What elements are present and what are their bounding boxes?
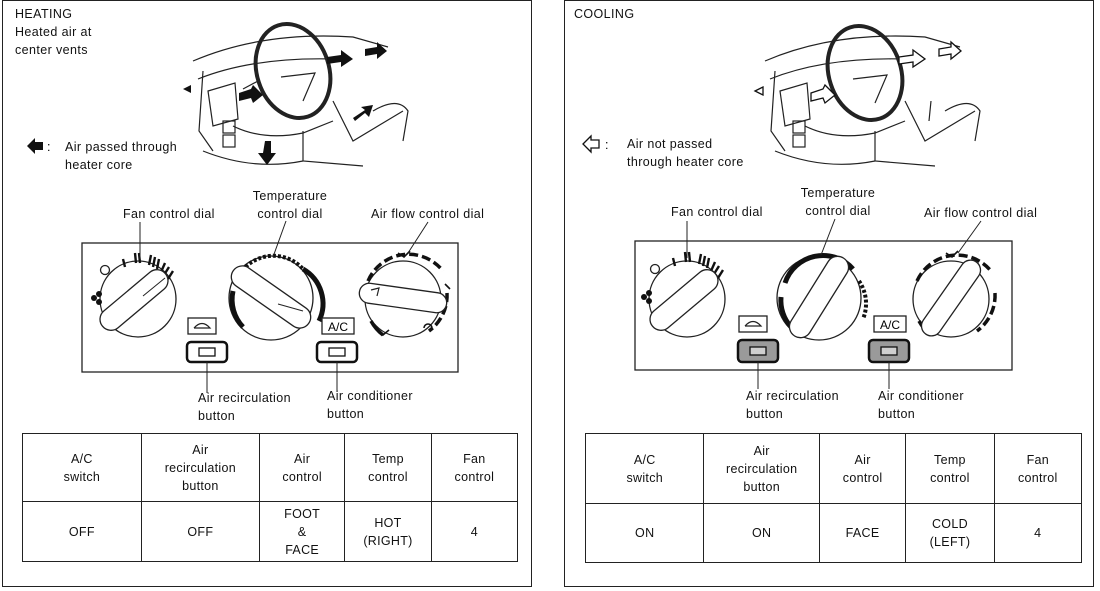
air-flow-control-dial xyxy=(358,250,451,338)
ac-button-callout: Air conditioner button xyxy=(327,389,413,421)
header-air-recirculation: Air recirculation button xyxy=(140,433,260,502)
header-air-control: Air control xyxy=(818,433,907,504)
header-ac-switch: A/C switch xyxy=(22,433,142,502)
header-temp-control: Temp control xyxy=(905,433,995,504)
leader-lines xyxy=(686,218,982,389)
header-fan-control: Fan control xyxy=(993,433,1083,504)
cooling-illustration: : xyxy=(582,24,1013,389)
filled-arrow-icon xyxy=(27,138,43,154)
leader-lines xyxy=(139,220,429,393)
airflow-arrows xyxy=(183,42,387,165)
ac-label: A/C xyxy=(880,318,900,332)
value-temp-control: COLD (LEFT) xyxy=(905,503,995,563)
recirculation-icon xyxy=(744,320,763,327)
air-flow-control-dial xyxy=(912,250,997,338)
air-conditioner-button xyxy=(315,317,359,364)
value-air-recirculation: ON xyxy=(703,503,820,563)
ac-label: A/C xyxy=(328,320,348,334)
recirculation-icon xyxy=(193,322,212,329)
recirc-button-callout: Air recirculation button xyxy=(198,391,291,423)
legend-text: Air passed through heater core xyxy=(65,140,178,172)
control-panel-outline xyxy=(81,242,459,373)
airflow-arrows xyxy=(753,40,963,105)
temp-dial-callout: Temperature control dial xyxy=(800,186,876,218)
value-air-recirculation: OFF xyxy=(140,501,260,562)
value-fan-control: 4 xyxy=(430,501,519,562)
header-fan-control: Fan control xyxy=(430,433,519,502)
air-conditioner-button xyxy=(867,315,911,364)
fan-icon xyxy=(91,291,102,305)
recirc-button-callout: Air recirculation button xyxy=(746,389,839,421)
outline-arrow-icon xyxy=(582,134,600,154)
legend-text: Air not passed through heater core xyxy=(627,137,744,169)
air-recirculation-button xyxy=(185,317,229,364)
temperature-control-dial xyxy=(228,253,326,341)
cooling-panel: COOLING : xyxy=(564,0,1094,587)
fan-dial-callout: Fan control dial xyxy=(123,207,215,221)
heating-panel: HEATING Heated air at center vents xyxy=(2,0,532,587)
temp-dial-callout: Temperature control dial xyxy=(252,189,328,221)
heating-illustration: : xyxy=(27,22,459,393)
mode-title: COOLING xyxy=(574,7,635,21)
airflow-dial-callout: Air flow control dial xyxy=(924,206,1038,220)
heating-settings-table: A/C switch Air recirculation button Air … xyxy=(22,433,519,562)
dashboard-sketch xyxy=(764,24,981,167)
header-ac-switch: A/C switch xyxy=(584,433,705,504)
header-air-control: Air control xyxy=(258,433,346,502)
fan-dial-callout: Fan control dial xyxy=(671,205,763,219)
air-recirculation-button xyxy=(736,315,780,364)
airflow-dial-callout: Air flow control dial xyxy=(371,207,485,221)
header-temp-control: Temp control xyxy=(344,433,432,502)
value-fan-control: 4 xyxy=(993,503,1083,563)
ac-button-callout: Air conditioner button xyxy=(878,389,964,421)
value-air-control: FACE xyxy=(818,503,907,563)
fan-control-dial xyxy=(641,251,726,338)
mode-title: HEATING xyxy=(15,7,73,21)
temperature-control-dial xyxy=(776,253,869,341)
fan-icon xyxy=(641,290,652,304)
svg-text::: : xyxy=(605,138,608,152)
value-ac-switch: OFF xyxy=(22,501,142,562)
value-air-control: FOOT & FACE xyxy=(258,501,346,562)
value-temp-control: HOT (RIGHT) xyxy=(344,501,432,562)
fan-control-dial xyxy=(91,252,177,338)
value-ac-switch: ON xyxy=(584,503,705,563)
cooling-settings-table: A/C switch Air recirculation button Air … xyxy=(584,433,1083,563)
control-panel-outline xyxy=(634,240,1013,371)
svg-text::: : xyxy=(47,140,50,154)
header-air-recirculation: Air recirculation button xyxy=(703,433,820,504)
mode-subtitle: Heated air at center vents xyxy=(15,25,92,57)
dashboard-sketch xyxy=(192,22,409,167)
